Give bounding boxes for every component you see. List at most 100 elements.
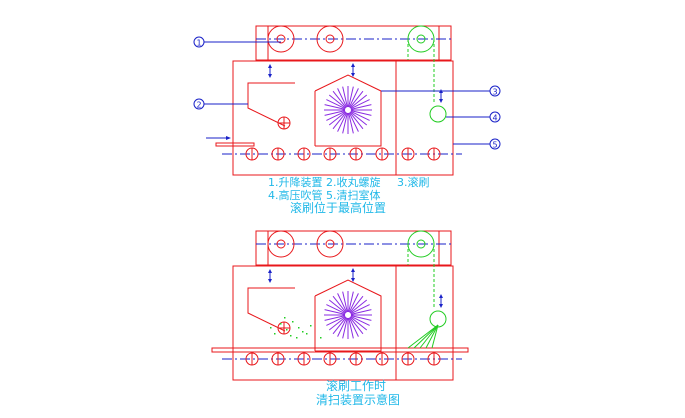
brush-bristle	[350, 94, 368, 109]
brush-bristle	[348, 88, 359, 108]
brush-bristle	[342, 291, 348, 313]
lift-arrow-down-head	[268, 279, 272, 283]
legend-line-1b: 3.滚刷	[397, 176, 430, 189]
brush-bristle	[337, 317, 348, 337]
debris-particle	[290, 335, 292, 337]
brush-housing	[314, 279, 382, 352]
lift-arrow-up-head	[439, 294, 443, 298]
pulley-hub	[325, 34, 335, 44]
brush-bristle	[326, 315, 346, 326]
brush-bristle	[350, 309, 372, 315]
callout-marker-circle	[193, 36, 205, 48]
brush-bristle	[324, 110, 346, 116]
brush-bristle	[326, 110, 346, 121]
lift-arrow-up-head	[351, 63, 355, 67]
brush-bristle	[342, 317, 348, 339]
sprocket-hub	[416, 34, 426, 44]
sprocket-hub	[416, 239, 426, 249]
brush-bristle	[349, 90, 364, 108]
brush-bristle	[348, 86, 354, 108]
brush-bristle	[324, 309, 346, 315]
brush-bristle	[332, 112, 347, 130]
air-jet-line	[425, 324, 439, 349]
lift-pulley	[267, 25, 295, 53]
brush-bristle	[337, 293, 348, 313]
brush-bristle	[342, 86, 348, 108]
workpiece-passing	[211, 347, 469, 353]
high-pressure-nozzle	[429, 310, 447, 328]
auger-housing	[247, 82, 295, 127]
air-jet-line	[407, 324, 439, 349]
callout-marker-circle	[489, 111, 501, 123]
brush-bristle	[324, 104, 346, 110]
pulley-hub	[276, 34, 286, 44]
debris-particle	[284, 317, 286, 319]
callout-marker-circle	[489, 85, 501, 97]
lift-arrow-down-head	[351, 278, 355, 282]
callout-marker-number: 4	[492, 114, 497, 123]
legend-line-1a: 1.升降装置 2.收丸螺旋	[268, 176, 381, 189]
brush-bristle	[350, 111, 368, 126]
air-jet-line	[419, 324, 439, 349]
brush-bristle	[348, 112, 359, 132]
roller-brush	[324, 86, 372, 134]
debris-particle	[280, 323, 282, 325]
lift-arrow-down-head	[439, 99, 443, 103]
brush-bristle	[326, 304, 346, 315]
brush-bristle	[349, 295, 364, 313]
pulley-hub	[276, 239, 286, 249]
brush-bristle	[348, 293, 359, 313]
pulley-hub	[325, 239, 335, 249]
cleaning-chamber	[232, 60, 454, 176]
brush-bristle	[332, 90, 347, 108]
feed-arrow-head	[226, 136, 231, 140]
brush-bristle	[328, 94, 346, 109]
lift-arrow-up-head	[351, 268, 355, 272]
brush-bristle	[350, 104, 372, 110]
brush-bristle	[348, 112, 354, 134]
callout-marker-number: 3	[492, 88, 497, 97]
debris-particle	[286, 329, 288, 331]
air-jet-line	[413, 324, 439, 349]
brush-bristle	[348, 317, 354, 339]
brush-bristle	[349, 112, 364, 130]
brush-bristle	[328, 299, 346, 314]
brush-bristle	[348, 317, 359, 337]
lift-pulley	[316, 25, 344, 53]
lift-pulley	[316, 230, 344, 258]
callout-marker-number: 2	[196, 101, 201, 110]
caption-top-state: 滚刷位于最高位置	[290, 201, 387, 215]
debris-particle	[270, 327, 272, 329]
debris-particle	[320, 337, 322, 339]
debris-particle	[310, 325, 312, 327]
brush-bristle	[350, 304, 370, 315]
lift-arrow-up-head	[268, 64, 272, 68]
lift-arrow-down-head	[439, 304, 443, 308]
brush-bristle	[342, 112, 348, 134]
brush-bristle	[350, 110, 370, 121]
cleaning-chamber	[232, 265, 454, 381]
caption-figure-title: 清扫装置示意图	[316, 393, 401, 407]
brush-bristle	[350, 110, 372, 116]
brush-bristle	[332, 317, 347, 335]
brush-bristle	[337, 88, 348, 108]
brush-bristle	[350, 99, 370, 110]
debris-particle	[306, 333, 308, 335]
debris-particle	[298, 327, 300, 329]
callout-marker-circle	[489, 138, 501, 150]
brush-bristle	[350, 315, 372, 321]
roller-brush	[324, 291, 372, 339]
brush-bristle	[350, 315, 370, 326]
auger-housing	[247, 287, 295, 332]
brush-bristle	[337, 112, 348, 132]
lift-frame	[255, 230, 452, 266]
brush-bristle	[350, 299, 368, 314]
workpiece-entering	[215, 142, 255, 147]
brush-bristle	[348, 291, 354, 313]
assembly-working	[211, 230, 469, 381]
lift-arrow-down-head	[268, 74, 272, 78]
lift-arrow-down-head	[351, 73, 355, 77]
brush-bristle	[350, 316, 368, 331]
brush-bristle	[328, 316, 346, 331]
brush-bristle	[328, 111, 346, 126]
